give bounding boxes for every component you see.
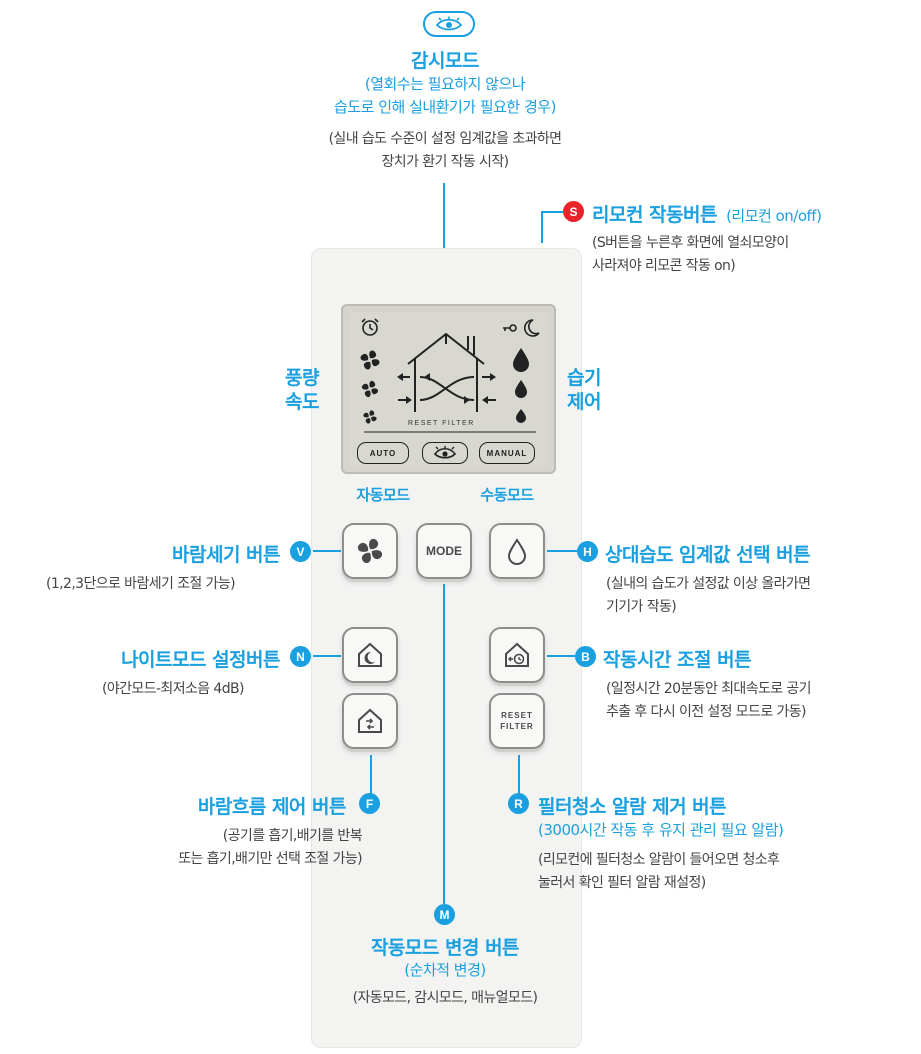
mode-change-note: (자동모드, 감시모드, 매뉴얼모드) <box>352 990 538 1006</box>
remote-op-title: 리모컨 작동버튼 <box>592 204 717 226</box>
house-airflow-icon <box>398 332 496 412</box>
fan-icon-small <box>363 410 377 424</box>
night-mode-title: 나이트모드 설정버튼 <box>121 649 280 671</box>
house-clock-icon <box>505 642 529 667</box>
badge-b: B <box>575 646 596 667</box>
timer-note-line2: 추출 후 다시 이전 설정 모드로 가동) <box>606 704 806 720</box>
lcd-reset-filter-text: RESET FILTER <box>408 420 475 427</box>
humidity-threshold-note: (실내의 습도가 설정값 이상 올라가면 기기가 작동) <box>606 573 811 619</box>
airflow-button[interactable] <box>342 693 398 749</box>
wind-speed-note: (1,2,3단으로 바람세기 조절 가능) <box>46 576 236 592</box>
monitor-mode-note: (실내 습도 수준이 설정 임계값을 초과하면 장치가 환기 작동 시작) <box>255 128 635 174</box>
fan-speed-line1: 풍량 <box>285 367 319 389</box>
wind-speed-title: 바람세기 버튼 <box>172 544 281 566</box>
badge-s: S <box>563 201 584 222</box>
eye-icon <box>435 16 463 31</box>
lcd-manual-label: MANUAL <box>479 442 535 464</box>
airflow-note-line1: (공기를 흡기,배기를 반복 <box>222 828 363 844</box>
drop-icon-large <box>513 348 529 372</box>
key-icon <box>503 324 517 332</box>
manual-mode-label: 수동모드 <box>480 486 534 504</box>
badge-m: M <box>434 904 455 925</box>
badge-h: H <box>577 541 598 562</box>
reset-filter-button-label: RESET FILTER <box>500 710 533 732</box>
mode-leader-line <box>443 584 445 904</box>
fan-speed-label: 풍량 속도 <box>280 366 324 414</box>
monitor-mode-title: 감시모드 <box>411 50 479 72</box>
night-leader-line <box>313 655 341 657</box>
fan-speed-line2: 속도 <box>285 391 319 413</box>
drop-icon <box>507 538 527 565</box>
night-mode-button[interactable] <box>342 627 398 683</box>
house-arrows-icon <box>358 708 382 733</box>
monitor-note-line2: 장치가 환기 작동 시작) <box>381 154 510 170</box>
monitor-note-line1: (실내 습도 수준이 설정 임계값을 초과하면 <box>328 131 562 147</box>
badge-n: N <box>290 646 311 667</box>
remote-op-note-line1: (S버튼을 누른후 화면에 열쇠모양이 <box>592 235 789 251</box>
humidity-threshold-note-line1: (실내의 습도가 설정값 이상 올라가면 <box>606 576 811 592</box>
mode-change-title: 작동모드 변경 버튼 <box>370 937 520 959</box>
drop-icon-medium <box>515 380 527 398</box>
filter-alarm-note-line2: 눌러서 확인 필터 알람 재설정) <box>538 875 706 891</box>
wind-leader-line <box>313 550 341 552</box>
timer-button[interactable] <box>489 627 545 683</box>
airflow-title: 바람흐름 제어 버튼 <box>197 796 347 818</box>
monitor-eye-badge <box>423 11 475 37</box>
wind-speed-button[interactable] <box>342 523 398 579</box>
lcd-graphics <box>360 318 540 433</box>
lcd-monitor-indicator <box>422 442 468 464</box>
airflow-leader-line <box>370 755 372 795</box>
timer-title: 작동시간 조절 버튼 <box>603 649 752 671</box>
humidity-threshold-note-line2: 기기가 작동) <box>606 599 677 615</box>
remote-op-note: (S버튼을 누른후 화면에 열쇠모양이 사라져야 리모콘 작동 on) <box>592 232 789 278</box>
timer-note: (일정시간 20분동안 최대속도로 공기 추출 후 다시 이전 설정 모드로 가… <box>606 678 812 724</box>
house-moon-icon <box>358 642 382 667</box>
auto-mode-label: 자동모드 <box>356 486 410 504</box>
moon-icon <box>524 319 540 337</box>
badge-r: R <box>508 793 529 814</box>
badge-v: V <box>290 541 311 562</box>
timer-leader-line <box>547 655 575 657</box>
airflow-note-line2: 또는 흡기,배기만 선택 조절 가능) <box>178 851 362 867</box>
humidity-line2: 제어 <box>567 391 601 413</box>
reset-line: RESET <box>501 711 533 720</box>
monitor-mode-sub1: (열회수는 필요하지 않으나 <box>364 75 526 93</box>
monitor-mode-sub2: 습도로 인해 실내환기가 필요한 경우) <box>334 98 556 116</box>
remote-op-title-sub: (리모컨 on/off) <box>726 207 822 225</box>
humidity-threshold-button[interactable] <box>489 523 545 579</box>
mode-button[interactable]: MODE <box>416 523 472 579</box>
humidity-threshold-leader-line <box>547 550 577 552</box>
remote-op-title-row: 리모컨 작동버튼 (리모컨 on/off) <box>592 200 822 227</box>
lcd-auto-label: AUTO <box>357 442 409 464</box>
filter-alarm-note: (리모컨에 필터청소 알람이 들어오면 청소후 눌러서 확인 필터 알람 재설정… <box>538 849 780 895</box>
eye-icon <box>433 446 457 459</box>
mode-change-sub: (순차적 변경) <box>404 961 486 979</box>
alarm-clock-icon <box>361 318 379 336</box>
fan-icon <box>357 538 383 564</box>
humidity-control-label: 습기 제어 <box>562 366 606 414</box>
fan-icon-large <box>360 350 380 370</box>
fan-icon-medium <box>361 380 379 398</box>
timer-note-line1: (일정시간 20분동안 최대속도로 공기 <box>606 681 812 697</box>
filter-line: FILTER <box>500 722 534 731</box>
airflow-note: (공기를 흡기,배기를 반복 또는 흡기,배기만 선택 조절 가능) <box>100 825 362 871</box>
humidity-threshold-title: 상대습도 임계값 선택 버튼 <box>605 544 811 566</box>
airflow-arrows <box>397 373 496 404</box>
remote-op-leader-v <box>541 211 543 243</box>
reset-leader-line <box>518 755 520 795</box>
drop-icon-small <box>516 409 526 423</box>
reset-filter-button[interactable]: RESET FILTER <box>489 693 545 749</box>
badge-f: F <box>359 793 380 814</box>
filter-alarm-sub: (3000시간 작동 후 유지 관리 필요 알람) <box>538 821 784 839</box>
filter-alarm-note-line1: (리모컨에 필터청소 알람이 들어오면 청소후 <box>538 852 780 868</box>
humidity-line1: 습기 <box>567 367 601 389</box>
night-mode-note: (야간모드-최저소음 4dB) <box>102 681 244 697</box>
remote-op-note-line2: 사라져야 리모콘 작동 on) <box>592 258 736 274</box>
mode-button-label: MODE <box>426 544 462 558</box>
lcd-screen <box>350 312 548 466</box>
remote-op-leader-h <box>541 211 563 213</box>
filter-alarm-title: 필터청소 알람 제거 버튼 <box>538 796 727 818</box>
